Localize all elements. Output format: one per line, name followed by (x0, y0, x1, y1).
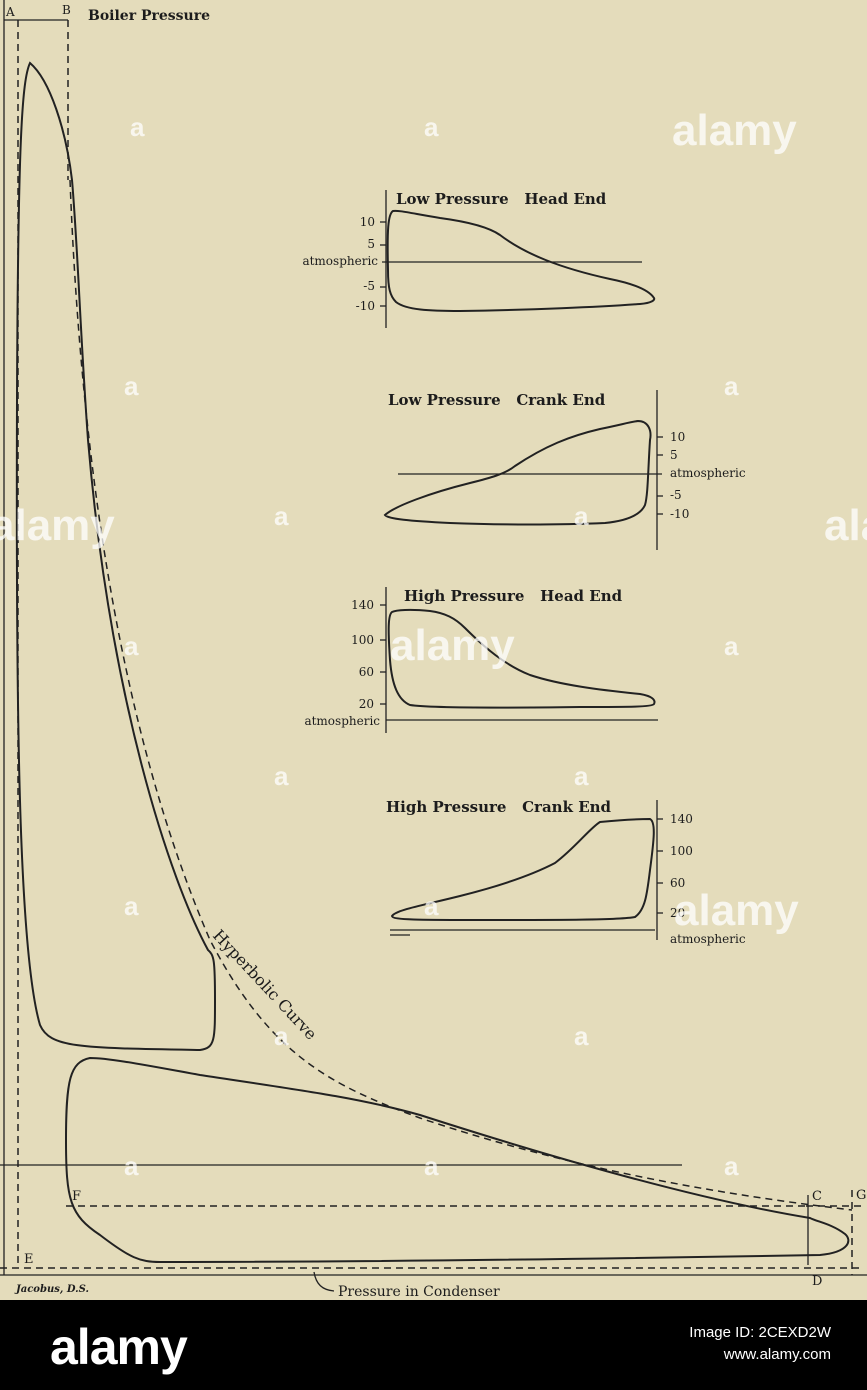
card-curve (383, 419, 652, 526)
indicator-diagram: A B Boiler Pressure Hyperbolic Curve C D… (0, 0, 867, 1300)
tick-label: 10 (360, 215, 375, 229)
lp-combined-card (64, 1056, 850, 1264)
watermark-a-mark: a (574, 1021, 589, 1051)
watermark-a-mark: a (724, 371, 739, 401)
watermark-a-mark: a (574, 501, 589, 531)
indicator-diagram-scan: A B Boiler Pressure Hyperbolic Curve C D… (0, 0, 867, 1300)
hp-combined-card (15, 61, 217, 1052)
tick-label: atmospheric (670, 466, 746, 480)
condenser-pointer (313, 1271, 335, 1292)
label-b: B (62, 3, 71, 17)
watermark-a-mark: a (724, 1151, 739, 1181)
card-title: Low Pressure Crank End (388, 391, 606, 409)
tick-label: 20 (359, 697, 374, 711)
card-curve (390, 817, 655, 921)
watermark-logo: alamy (390, 621, 515, 670)
tick-label: 100 (351, 633, 374, 647)
watermark-a-mark: a (124, 371, 139, 401)
tick-label: -10 (356, 299, 375, 313)
label-a: A (5, 5, 15, 19)
watermark-a-mark: a (274, 761, 289, 791)
label-e: E (24, 1252, 34, 1267)
footer-logo: alamy (50, 1319, 188, 1375)
card-hp-head-end: High Pressure Head End 140 100 60 20 atm… (304, 587, 658, 733)
card-curve (386, 209, 656, 313)
tick-label: -5 (363, 279, 375, 293)
tick-label: 100 (670, 844, 693, 858)
watermark-logo: alamy (824, 501, 867, 550)
stock-photo-footer: alamy Image ID: 2CEXD2W www.alamy.com (0, 1300, 867, 1390)
watermark-a-mark: a (130, 112, 145, 142)
label-g: G (856, 1188, 866, 1203)
watermark-logo: alamy (0, 501, 115, 550)
tick-label: 10 (670, 430, 685, 444)
watermark-a-mark: a (724, 631, 739, 661)
site-url: www.alamy.com (723, 1346, 831, 1363)
watermark-a-mark: a (424, 891, 439, 921)
tick-label: atmospheric (304, 714, 380, 728)
signature: Jacobus, D.S. (14, 1284, 89, 1295)
watermark-a-mark: a (274, 1021, 289, 1051)
tick-label: 5 (367, 237, 375, 251)
tick-label: -5 (670, 488, 682, 502)
tick-label: 140 (351, 598, 374, 612)
tick-label: atmospheric (670, 932, 746, 946)
image-id: Image ID: 2CEXD2W (689, 1324, 831, 1341)
watermark-a-mark: a (124, 1151, 139, 1181)
card-curve (387, 608, 656, 709)
watermark-logo: alamy (672, 106, 797, 155)
label-hyperbolic-curve: Hyperbolic Curve (209, 926, 321, 1044)
footer-info: Image ID: 2CEXD2W www.alamy.com (689, 1322, 831, 1366)
watermark-a-mark: a (424, 1151, 439, 1181)
watermark-a-mark: a (574, 761, 589, 791)
card-hp-crank-end: High Pressure Crank End 140 100 60 20 at… (386, 798, 746, 946)
card-lp-head-end: Low Pressure Head End 10 5 atmospheric -… (302, 190, 656, 328)
card-title: Low Pressure Head End (396, 190, 607, 208)
card-lp-crank-end: Low Pressure Crank End 10 5 atmospheric … (383, 390, 746, 550)
watermark-logo: alamy (674, 886, 799, 935)
label-pressure-in-condenser: Pressure in Condenser (338, 1284, 500, 1300)
tick-label: atmospheric (302, 254, 378, 268)
tick-label: 5 (670, 448, 678, 462)
label-d: D (812, 1274, 822, 1289)
tick-label: -10 (670, 507, 689, 521)
card-title: High Pressure Crank End (386, 798, 612, 816)
watermark-a-mark: a (124, 891, 139, 921)
label-boiler-pressure: Boiler Pressure (88, 8, 210, 24)
tick-label: 20 (670, 906, 685, 920)
watermark-a-mark: a (274, 501, 289, 531)
label-f: F (72, 1189, 81, 1204)
watermark-a-mark: a (424, 112, 439, 142)
tick-label: 140 (670, 812, 693, 826)
tick-label: 60 (359, 665, 374, 679)
card-title: High Pressure Head End (404, 587, 623, 605)
hyperbolic-curve (69, 179, 853, 1211)
watermark-a-mark: a (124, 631, 139, 661)
tick-label: 60 (670, 876, 685, 890)
label-c: C (812, 1189, 822, 1204)
